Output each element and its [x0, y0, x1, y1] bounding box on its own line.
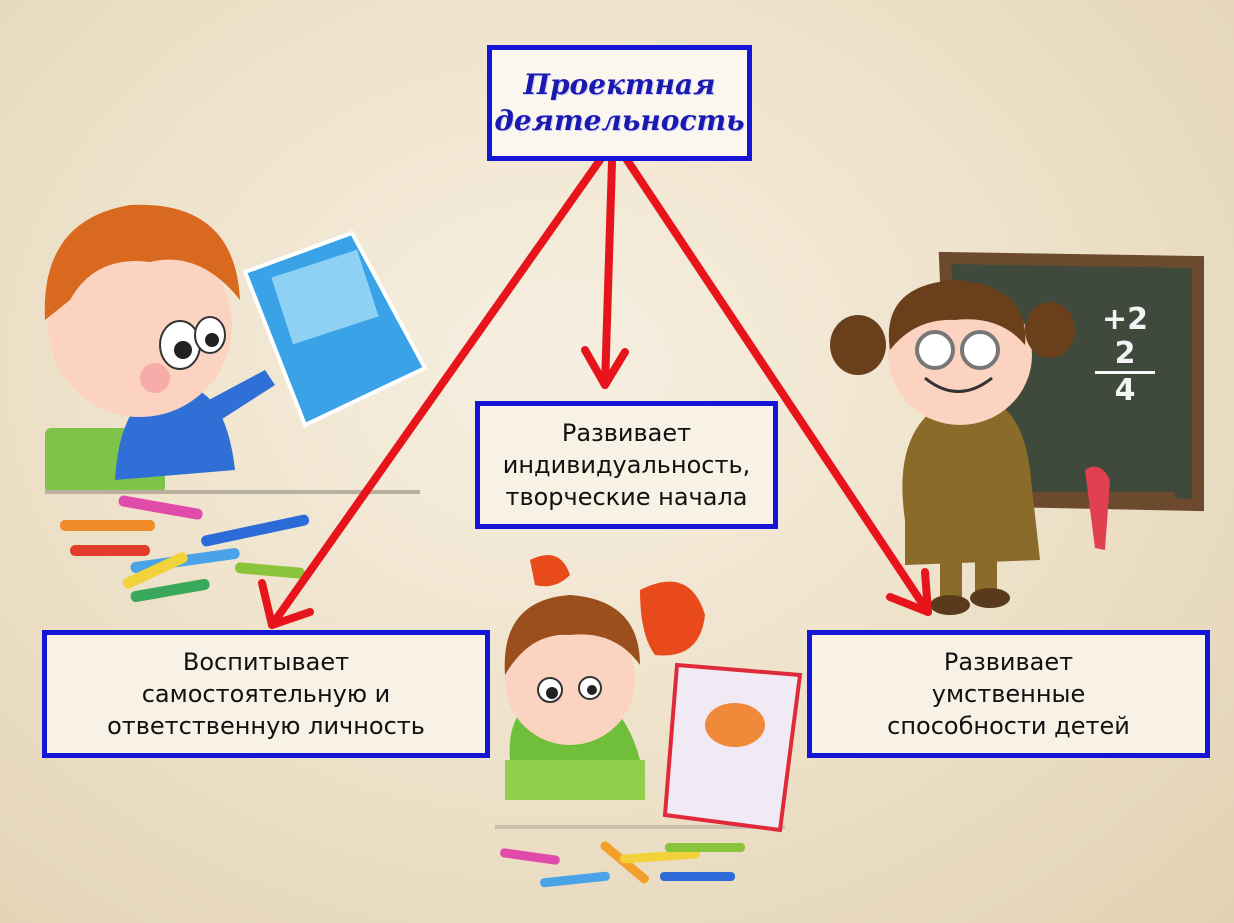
arrow-head-right — [886, 568, 932, 616]
girl-with-glasses-at-chalkboard-icon — [830, 251, 1204, 615]
arrow-head-center — [581, 346, 629, 389]
colored-pencils-icon — [60, 495, 310, 603]
left-box-independence: Воспитывает самостоятельную и ответствен… — [42, 630, 490, 758]
chalkboard-line-1: +2 — [1101, 302, 1148, 337]
boy-holding-card-icon — [44, 204, 428, 494]
chalkboard-line-3: 4 — [1114, 373, 1136, 408]
chalkboard-line-2: 2 — [1095, 337, 1155, 374]
right-box-mental-abilities: Развивает умственные способности детей — [807, 630, 1210, 758]
center-box-creativity: Развивает индивидуальность, творческие н… — [475, 401, 778, 529]
chalkboard-math: +2 2 4 — [1095, 303, 1155, 408]
arrow-to-left-box — [268, 156, 604, 629]
arrow-head-left — [258, 579, 314, 629]
arrow-to-center-box — [601, 158, 616, 389]
girl-with-bows-holding-card-icon — [495, 555, 803, 888]
arrow-to-right-box — [623, 156, 932, 616]
title-box: Проектная деятельность — [487, 45, 752, 161]
